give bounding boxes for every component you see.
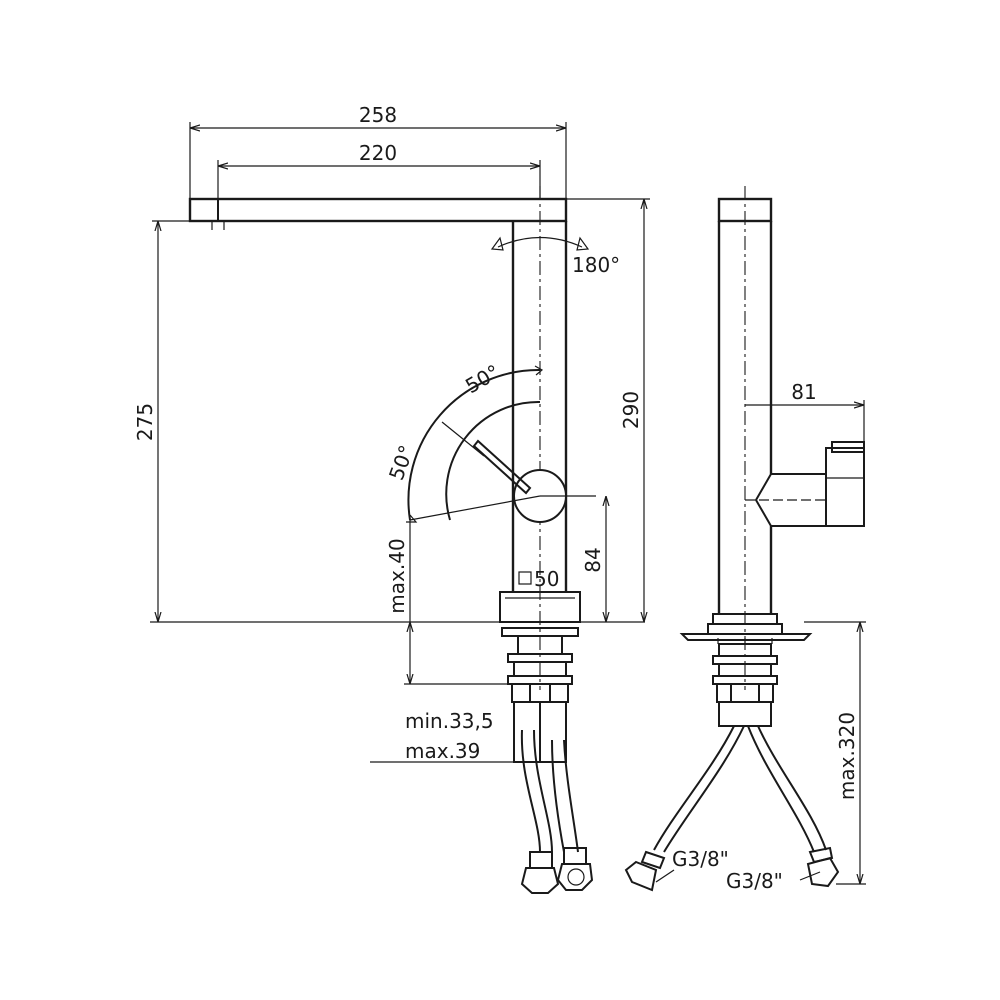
dim-label-max40: max.40 [385,538,409,613]
dim-label-258: 258 [359,103,397,127]
supply-hoses-front [520,729,594,894]
dim-hose-length: max.320 [804,621,866,885]
dim-total-height: 290 [566,198,650,622]
dim-label-max: max.39 [405,739,480,763]
dim-hole: min.33,5 max.39 [370,709,514,763]
dim-label-max320: max.320 [835,712,859,800]
dim-label-290: 290 [619,391,643,429]
thread-labels: G3/8" G3/8" [655,847,821,893]
dim-label-50: 50 [534,567,559,591]
dim-label-min: min.33,5 [405,709,494,733]
spout-arm [188,197,568,230]
lever-angle-lower: 50° [384,442,419,484]
side-view: 81 max.320 G3/8" G3/8" [624,186,866,893]
thread-label-right: G3/8" [726,869,783,893]
dim-label-81: 81 [791,380,816,404]
thread-label-left: G3/8" [672,847,729,871]
front-view: 258 220 180° 50° 50° 275 290 max.40 [133,103,650,894]
lever-angle-upper: 50° [461,360,504,399]
dim-deck-thickness: max.40 [385,520,512,685]
side-base [679,613,813,727]
side-body [717,186,773,690]
dim-base-square: 50 [518,567,559,591]
side-handle [745,441,865,527]
rotation-arrow [490,236,590,251]
lever-handle [472,439,596,523]
dim-spout-height: 275 [133,220,218,622]
dim-label-220: 220 [359,141,397,165]
dim-label-84: 84 [581,547,605,572]
side-hoses [624,725,840,892]
rotation-label: 180° [572,253,620,277]
dim-handle-height: 84 [581,496,606,622]
dim-spout-total: 258 [189,103,567,199]
dim-handle-depth: 81 [745,380,865,442]
lever-sweep-arcs [406,365,544,523]
faucet-body [511,186,568,690]
dim-label-275: 275 [133,403,157,441]
mounting-assembly [501,627,579,763]
dim-spout-reach: 220 [217,141,541,199]
